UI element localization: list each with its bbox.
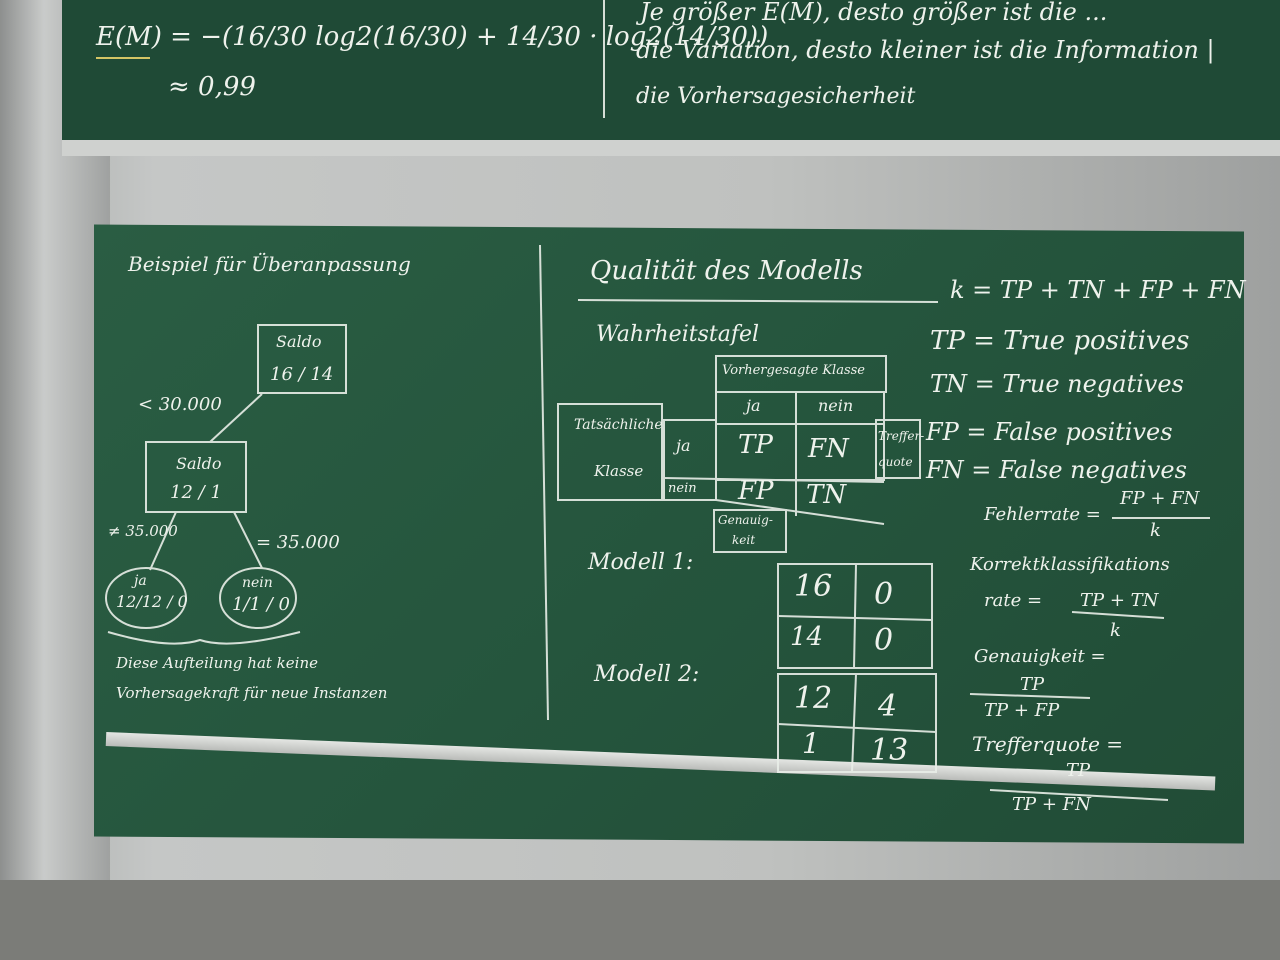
root-node-label: Saldo (276, 332, 322, 351)
actual-rowlabel-box (663, 419, 717, 501)
brace (107, 631, 301, 645)
entropy-formula: E(M) = −(16/30 log2(16/30) + 14/30 · log… (96, 22, 769, 52)
fehlerrate-numerator: FP + FN (1120, 488, 1200, 509)
modell1-fp: 14 (790, 622, 824, 652)
note-line2: Vorhersagekraft für neue Instanzen (116, 684, 388, 702)
def-k: k = TP + TN + FP + FN (950, 276, 1246, 304)
col-ja: ja (746, 396, 761, 415)
korrekt-label-2: rate = (984, 590, 1043, 611)
modell2-tn: 13 (870, 733, 909, 768)
tree-edge-2 (149, 511, 177, 571)
row-nein: nein (668, 481, 697, 496)
edge-left-label: < 30.000 (138, 394, 222, 415)
actual-class-box (557, 403, 663, 501)
modell1-tp: 16 (794, 569, 833, 604)
predicted-class-label: Vorhergesagte Klasse (722, 363, 865, 378)
title-underline (577, 299, 939, 303)
fehlerrate-denominator: k (1150, 520, 1161, 541)
leaf-no-value: 1/1 / 0 (232, 594, 290, 615)
trefferquote-label-1: Treffer- (878, 429, 925, 443)
cell-fn: FN (808, 434, 849, 464)
floor (0, 880, 1280, 960)
modell2-fn: 4 (878, 689, 898, 724)
tree-edge-1 (209, 393, 263, 443)
leaf-no-circle (219, 567, 297, 629)
trefferquote-def-label: Trefferquote = (972, 732, 1124, 756)
root-node-value: 16 / 14 (270, 364, 334, 385)
entropy-approx: ≈ 0,99 (168, 72, 256, 102)
actual-class-label-1: Tatsächliche (574, 417, 663, 433)
child-node-box (145, 441, 247, 513)
modell2-fp: 1 (802, 727, 820, 760)
trefferquote-box (875, 419, 921, 479)
def-fn: FN = False negatives (926, 456, 1187, 484)
genauigkeit-def-label: Genauigkeit = (974, 646, 1106, 667)
child-node-label: Saldo (176, 454, 222, 473)
leaf-yes-circle (105, 567, 187, 629)
trefferquote-label-2: quote (878, 455, 913, 469)
fehlerrate-label: Fehlerrate = (984, 504, 1101, 525)
korrekt-numerator: TP + TN (1080, 590, 1159, 611)
modell2-tp: 12 (794, 681, 833, 716)
tree-edge-3 (233, 511, 263, 569)
modell1-fn: 0 (874, 577, 894, 612)
col-nein: nein (818, 396, 854, 415)
modell1-tn: 0 (874, 623, 894, 658)
leaf-yes-value: 12/12 / 0 (116, 592, 188, 611)
genauigkeit-denominator: TP + FP (984, 700, 1060, 721)
def-fp: FP = False positives (926, 418, 1173, 446)
genauigkeit-numerator: TP (1020, 674, 1045, 695)
upper-text-line1: Je größer E(M), desto größer ist die ... (640, 0, 1108, 26)
upper-text-line3: die Vorhersagesicherheit (636, 84, 916, 109)
actual-class-label-2: Klasse (594, 462, 644, 480)
panel-divider (539, 244, 549, 721)
edge-lr-label: = 35.000 (256, 532, 340, 553)
modell2-grid (777, 673, 937, 773)
modell1-label: Modell 1: (588, 550, 694, 575)
korrekt-label-1: Korrektklassifikations (970, 554, 1170, 575)
root-node-box (257, 324, 347, 394)
row-ja: ja (676, 436, 691, 455)
note-line1: Diese Aufteilung hat keine (116, 654, 318, 672)
overfitting-title: Beispiel für Überanpassung (128, 252, 411, 276)
trefferquote-denominator: TP + FN (1012, 794, 1091, 815)
cell-tp: TP (738, 430, 773, 460)
quality-title: Qualität des Modells (590, 256, 863, 286)
def-tp: TP = True positives (930, 326, 1190, 356)
cell-fp: FP (738, 476, 774, 506)
genauigkeit-label-2: keit (732, 533, 756, 547)
genauigkeit-box (713, 509, 787, 553)
child-node-value: 12 / 1 (170, 482, 222, 503)
def-tn: TN = True negatives (930, 370, 1184, 398)
genauigkeit-label-1: Genauig- (718, 513, 773, 527)
leaf-yes-label: ja (134, 573, 147, 589)
upper-chalk-ledge (62, 140, 1280, 156)
leaf-no-label: nein (242, 575, 273, 591)
truth-table-title: Wahrheitstafel (596, 322, 760, 347)
korrekt-denominator: k (1110, 620, 1121, 641)
upper-text-line2: die Variation, desto kleiner ist die Inf… (636, 36, 1215, 64)
modell2-label: Modell 2: (594, 662, 700, 687)
trefferquote-numerator: TP (1066, 760, 1091, 781)
edge-ll-label: ≠ 35.000 (108, 522, 178, 540)
cell-tn: TN (806, 480, 847, 510)
